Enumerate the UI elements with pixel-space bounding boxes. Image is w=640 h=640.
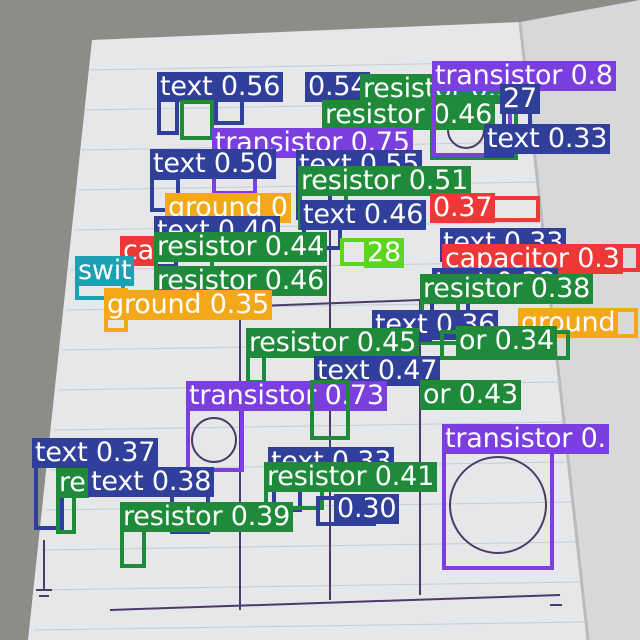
label-text: text 0.50 xyxy=(150,149,277,179)
bbox-transistor xyxy=(442,450,554,570)
label-resistor: resistor 0.41 xyxy=(264,462,438,492)
label-resistor: re xyxy=(56,468,89,498)
label-transistor: transistor 0. xyxy=(442,424,609,454)
label-text: text 0.46 xyxy=(300,200,427,230)
bbox-resistor xyxy=(310,380,350,440)
label-resistor: resistor 0.46 xyxy=(322,100,496,130)
label-text: text 0.33 xyxy=(484,124,611,154)
label-transistor: transistor 0.8 xyxy=(432,61,616,91)
label-resistor: or 0.43 xyxy=(420,380,521,410)
label-text: 27 xyxy=(500,84,540,114)
bbox-text xyxy=(214,95,244,125)
label-misc_green: 28 xyxy=(364,238,404,268)
label-capacitor: 0.37 xyxy=(430,193,496,223)
label-ground: ground 0.35 xyxy=(104,290,273,320)
label-switch: swit xyxy=(75,256,135,286)
bbox-resistor xyxy=(180,100,214,140)
label-text: 0.54 xyxy=(305,72,371,102)
label-resistor: resistor 0.45 xyxy=(246,328,420,358)
label-resistor: resistor 0.51 xyxy=(298,166,472,196)
label-text: text 0.38 xyxy=(88,467,215,497)
label-text: text 0.37 xyxy=(32,438,159,468)
label-transistor: transistor 0.73 xyxy=(186,381,387,411)
label-text: 0.30 xyxy=(334,494,400,524)
label-resistor: resistor 0.39 xyxy=(120,502,294,532)
label-resistor: resistor 0.44 xyxy=(154,232,328,262)
label-resistor: or 0.34 xyxy=(456,326,557,356)
label-resistor: resistor 0.38 xyxy=(420,274,594,304)
